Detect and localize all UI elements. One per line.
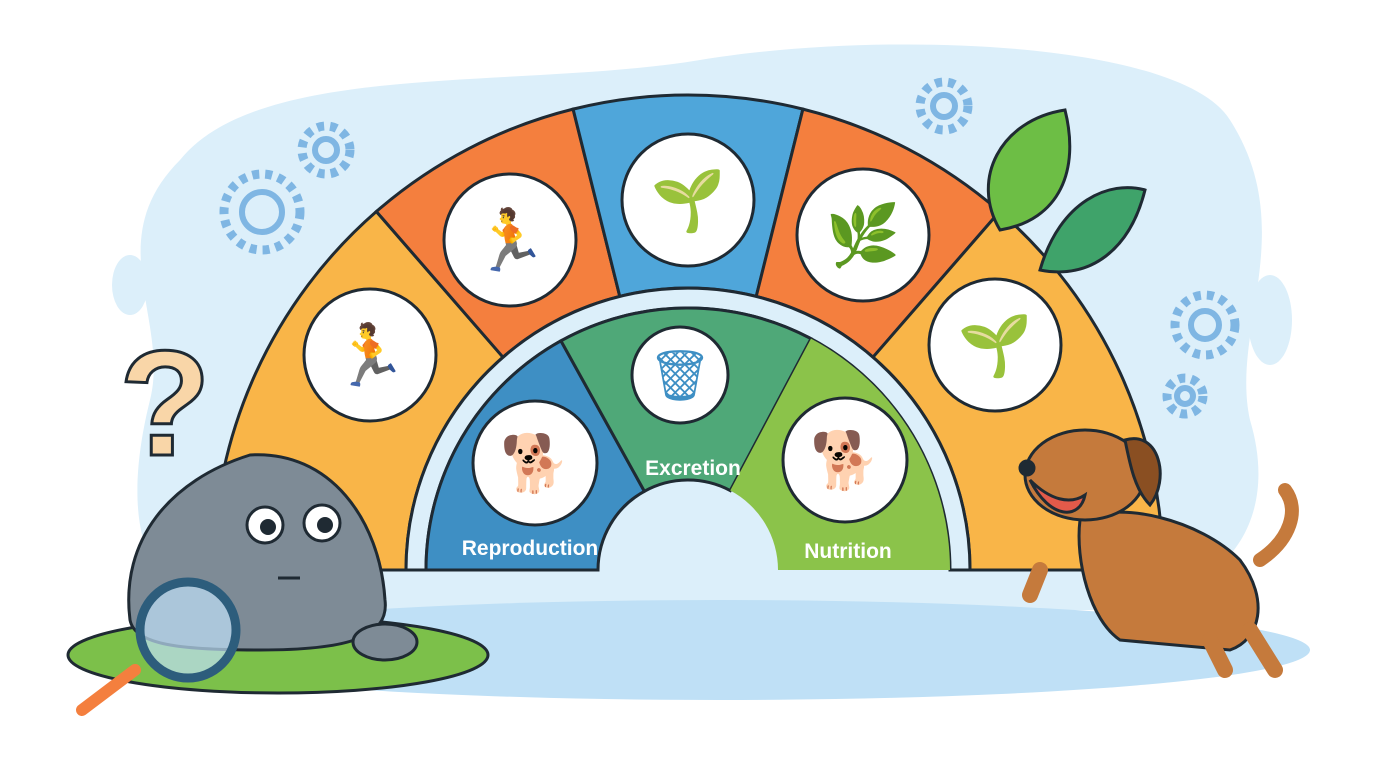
- gear-hub: [239, 92, 1222, 407]
- label-nutrition: Nutrition: [804, 540, 891, 563]
- plant-growth-cycle-icon: 🌱: [620, 132, 756, 268]
- svg-text:🐕: 🐕: [810, 429, 880, 494]
- dog-character: [1018, 428, 1299, 678]
- svg-text:🌱: 🌱: [651, 166, 726, 236]
- bubble: [1248, 275, 1292, 365]
- trash-can-icon: 🗑: [630, 325, 730, 425]
- touching-plant-icon: 🌿: [795, 167, 931, 303]
- running-person-icon: 🏃: [442, 172, 578, 308]
- svg-text:🐕: 🐕: [500, 432, 570, 497]
- label-excretion: Excretion: [645, 457, 741, 480]
- leaf-icon: [986, 108, 1147, 274]
- magnifying-glass-icon: [76, 577, 241, 716]
- label-reproduction: Reproduction: [462, 537, 599, 560]
- svg-text:🗑: 🗑: [648, 347, 711, 405]
- gear-icon: [219, 77, 1240, 419]
- svg-text:🌿: 🌿: [826, 201, 901, 271]
- svg-text:🌱: 🌱: [958, 311, 1033, 381]
- dog-and-puppy-icon: 🐕: [471, 399, 599, 527]
- question-mark-icon: ?: [119, 319, 211, 487]
- bubble: [112, 255, 148, 315]
- growing-seedlings-icon: 🌱: [927, 277, 1063, 413]
- dog-eating-icon: 🐕: [781, 396, 909, 524]
- svg-text:🏃: 🏃: [473, 206, 548, 276]
- arc-icons: 🏃 🏃 🌱 🌿 🌱 🐕 🗑 🐕: [302, 132, 1063, 527]
- svg-text:🏃: 🏃: [333, 321, 408, 391]
- running-person-icon: 🏃: [302, 287, 438, 423]
